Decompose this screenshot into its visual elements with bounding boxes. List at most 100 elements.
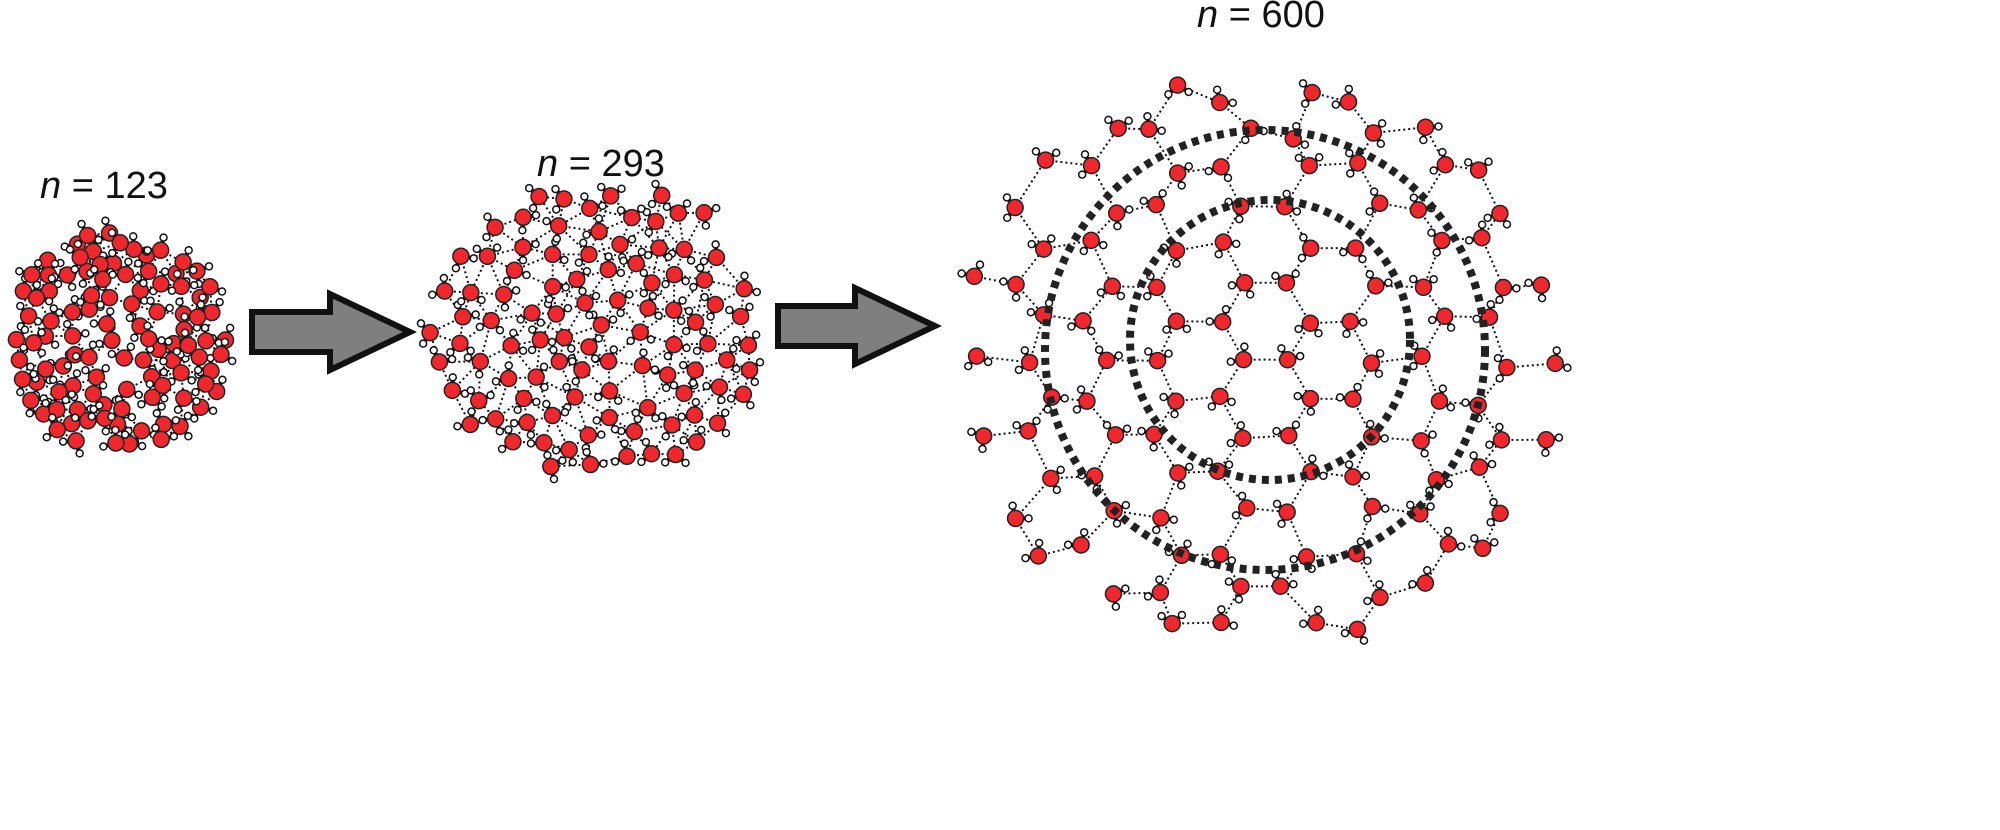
water-molecule bbox=[1006, 501, 1033, 528]
hydrogen-atom bbox=[217, 287, 227, 296]
hydrogen-atom bbox=[651, 413, 660, 423]
water-molecule bbox=[497, 425, 522, 454]
hydrogen-atom bbox=[1489, 497, 1498, 507]
hydrogen-atom bbox=[528, 325, 537, 334]
hydrogen-atom bbox=[1184, 87, 1193, 97]
hydrogen-atom bbox=[1427, 315, 1437, 325]
oxygen-atom bbox=[132, 422, 151, 440]
hydrogen-atom bbox=[1060, 394, 1069, 403]
hydrogen-atom bbox=[1143, 592, 1153, 601]
water-molecule bbox=[495, 285, 521, 312]
label-eq: = bbox=[61, 165, 105, 207]
hydrogen-atom bbox=[578, 286, 587, 296]
water-molecule bbox=[1339, 239, 1367, 264]
hydrogen-bond bbox=[88, 356, 98, 378]
hydrogen-bond bbox=[130, 303, 141, 327]
hydrogen-atom bbox=[502, 276, 512, 286]
oxygen-atom bbox=[443, 381, 462, 400]
hydrogen-atom bbox=[1298, 79, 1308, 88]
water-molecule bbox=[524, 183, 548, 213]
hydrogen-atom bbox=[1427, 228, 1436, 238]
oxygen-atom bbox=[1413, 347, 1431, 366]
hydrogen-atom bbox=[691, 397, 701, 407]
hydrogen-atom bbox=[1300, 99, 1310, 108]
hydrogen-atom bbox=[518, 226, 527, 235]
hydrogen-atom bbox=[1144, 347, 1153, 356]
oxygen-atom bbox=[87, 368, 106, 387]
oxygen-atom bbox=[663, 416, 681, 434]
water-molecule bbox=[33, 304, 60, 330]
water-molecule bbox=[1021, 538, 1048, 565]
water-molecule bbox=[509, 413, 536, 440]
hydrogen-atom bbox=[187, 376, 196, 385]
hydrogen-atom bbox=[1289, 554, 1298, 564]
oxygen-atom bbox=[24, 334, 43, 352]
water-molecule bbox=[172, 269, 199, 296]
hydrogen-atom bbox=[578, 238, 588, 248]
hydrogen-atom bbox=[134, 390, 143, 399]
hydrogen-atom bbox=[32, 280, 42, 290]
water-molecule bbox=[527, 325, 550, 355]
oxygen-atom bbox=[486, 410, 505, 428]
water-molecule bbox=[114, 380, 143, 405]
oxygen-atom bbox=[1414, 278, 1433, 297]
hydrogen-atom bbox=[627, 235, 637, 244]
water-molecule bbox=[42, 413, 67, 442]
hydrogen-atom bbox=[172, 269, 182, 279]
hydrogen-atom bbox=[689, 282, 698, 292]
water-molecule bbox=[580, 334, 604, 363]
oxygen-atom bbox=[1163, 614, 1181, 633]
water-molecule bbox=[1227, 273, 1255, 299]
hydrogen-atom bbox=[125, 313, 135, 323]
hydrogen-atom bbox=[1124, 116, 1133, 125]
water-molecule bbox=[661, 265, 690, 289]
hydrogen-atom bbox=[1227, 397, 1236, 407]
hydrogen-atom bbox=[536, 318, 546, 327]
hydrogen-atom bbox=[664, 252, 673, 262]
oxygen-atom bbox=[1151, 583, 1170, 602]
hydrogen-atom bbox=[679, 435, 688, 445]
hydrogen-atom bbox=[108, 248, 117, 258]
water-molecule bbox=[143, 233, 170, 260]
water-molecule bbox=[453, 407, 480, 434]
hydrogen-bond bbox=[1090, 239, 1114, 287]
hydrogen-atom bbox=[1139, 196, 1148, 206]
hydrogen-atom bbox=[544, 294, 554, 304]
hydrogen-atom bbox=[1432, 248, 1441, 257]
water-molecule bbox=[679, 360, 705, 388]
oxygen-atom bbox=[152, 275, 170, 293]
oxygen-atom bbox=[695, 271, 714, 289]
oxygen-atom bbox=[666, 445, 685, 464]
water-molecule bbox=[1159, 392, 1185, 419]
oxygen-atom bbox=[599, 352, 618, 371]
oxygen-atom bbox=[1439, 535, 1458, 553]
hydrogen-atom bbox=[613, 396, 623, 406]
hydrogen-atom bbox=[681, 276, 690, 286]
oxygen-atom bbox=[188, 308, 207, 326]
water-molecule bbox=[740, 358, 765, 387]
water-molecule bbox=[1159, 241, 1186, 268]
hydrogen-atom bbox=[978, 444, 987, 454]
hydrogen-atom bbox=[1419, 135, 1428, 145]
oxygen-atom bbox=[1167, 312, 1186, 330]
label-value: 123 bbox=[104, 165, 168, 207]
water-molecule bbox=[416, 319, 439, 348]
hydrogen-atom bbox=[1143, 291, 1152, 301]
hydrogen-atom bbox=[1443, 526, 1453, 536]
water-molecule bbox=[456, 283, 486, 306]
oxygen-atom bbox=[686, 313, 705, 331]
water-molecule bbox=[466, 386, 495, 410]
water-molecule bbox=[662, 199, 692, 222]
oxygen-atom bbox=[1036, 151, 1055, 169]
oxygen-atom bbox=[1280, 426, 1298, 445]
hydrogen-atom bbox=[175, 297, 184, 307]
oxygen-atom bbox=[10, 351, 29, 369]
hydrogen-atom bbox=[1340, 628, 1350, 638]
oxygen-atom bbox=[1042, 469, 1060, 488]
hydrogen-bond bbox=[175, 270, 198, 275]
hydrogen-atom bbox=[19, 343, 28, 352]
hydrogen-bond bbox=[1014, 206, 1045, 250]
oxygen-atom bbox=[1234, 350, 1253, 369]
hydrogen-bond bbox=[88, 308, 108, 325]
